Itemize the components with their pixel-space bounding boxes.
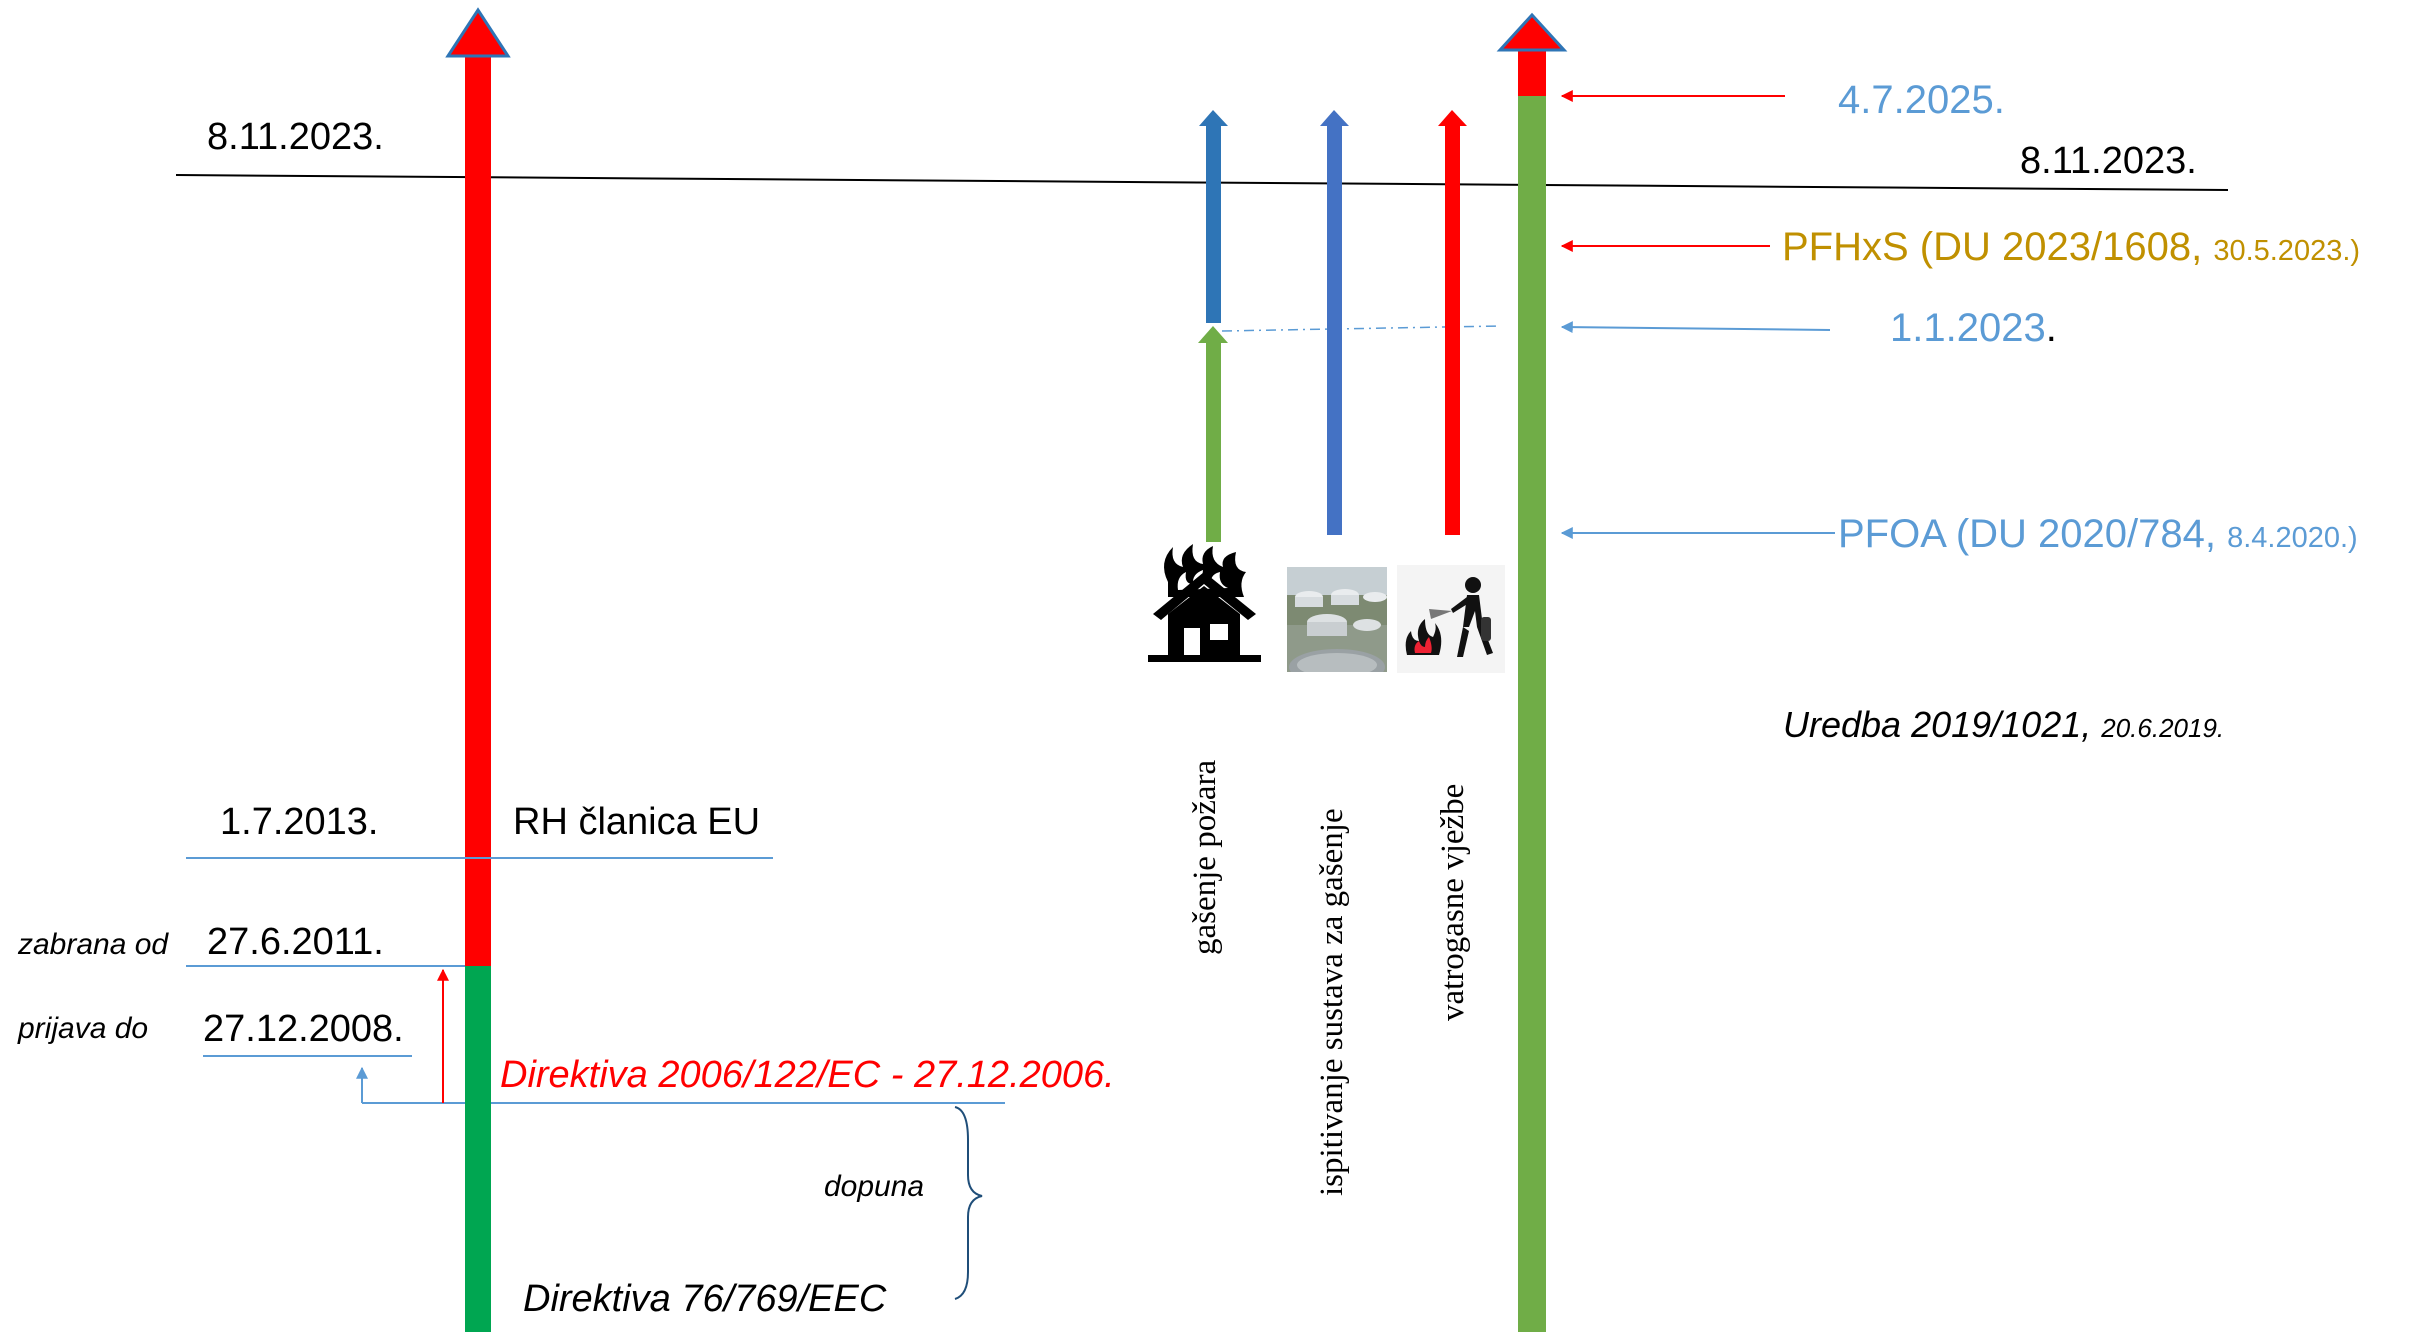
- eu-date: 1.7.2013.: [220, 801, 379, 843]
- use-arrow-firefighting-blue-head: [1199, 110, 1228, 126]
- use-arrow-testing-blue: [1327, 125, 1342, 535]
- directive-76: Direktiva 76/769/EEC: [523, 1278, 887, 1320]
- reference-line-2023: [175, 174, 2229, 191]
- left-bar-green-segment: [465, 965, 491, 1332]
- pfoa-date: 8.4.2020.): [2227, 522, 2358, 554]
- regulation-text: Uredba 2019/1021,: [1783, 704, 2102, 745]
- connector-2023-jan: [1221, 325, 1501, 332]
- use-arrow-drills-red: [1445, 125, 1460, 535]
- supplement-brace: [954, 1106, 983, 1300]
- report-date: 27.12.2008.: [203, 1008, 404, 1050]
- ban-date: 27.6.2011.: [207, 921, 384, 963]
- right-bar-red-segment: [1518, 50, 1546, 96]
- ban-prefix: zabrana od: [18, 928, 169, 961]
- right-date-2023-nov: 8.11.2023.: [2020, 140, 2197, 182]
- left-bar-arrowhead: [445, 7, 511, 58]
- regulation-label: Uredba 2019/1021, 20.6.2019.: [1783, 707, 2224, 743]
- date-2025: 4.7.2025.: [1838, 78, 2005, 122]
- firefighter-training-icon: [1397, 565, 1505, 673]
- pfhxs-text: PFHxS (DU 2023/1608,: [1782, 225, 2214, 269]
- use-arrow-firefighting-blue: [1206, 125, 1221, 323]
- use-label-firefighting: gašenje požara: [1187, 759, 1223, 955]
- use-label-drills: vatrogasne vježbe: [1435, 783, 1471, 1021]
- pfoa-label: PFOA (DU 2020/784, 8.4.2020.): [1838, 514, 2358, 554]
- regulation-date: 20.6.2019.: [2101, 713, 2225, 743]
- date-2023-jan: 1.1.2023: [1890, 306, 2046, 350]
- use-arrow-drills-red-head: [1438, 110, 1467, 126]
- pfhxs-date: 30.5.2023.): [2213, 235, 2361, 267]
- burning-house-icon: [1148, 542, 1261, 662]
- right-bar-green-segment: [1518, 95, 1546, 1332]
- pfoa-text: PFOA (DU 2020/784,: [1838, 512, 2228, 556]
- use-arrow-firefighting-green-head: [1198, 326, 1228, 343]
- left-bar-red-segment: [465, 56, 491, 966]
- right-bar-arrowhead: [1496, 12, 1568, 52]
- date-2023-jan-label: 1.1.2023.: [1890, 308, 2057, 348]
- report-prefix: prijava do: [18, 1012, 149, 1045]
- use-arrow-firefighting-green: [1206, 342, 1221, 542]
- arrow-2023-jan: [1560, 321, 1831, 334]
- supplement-label: dopuna: [824, 1170, 925, 1203]
- directive-2006: Direktiva 2006/122/EC - 27.12.2006.: [500, 1054, 1115, 1096]
- left-top-date: 8.11.2023.: [207, 116, 384, 158]
- date-2023-jan-dot: .: [2045, 306, 2057, 350]
- storage-tanks-icon: [1287, 567, 1387, 685]
- pfhxs-label: PFHxS (DU 2023/1608, 30.5.2023.): [1782, 227, 2360, 267]
- use-arrow-testing-blue-head: [1320, 110, 1349, 126]
- eu-label: RH članica EU: [513, 801, 761, 843]
- use-label-testing: ispitivanje sustava za gašenje: [1314, 808, 1350, 1196]
